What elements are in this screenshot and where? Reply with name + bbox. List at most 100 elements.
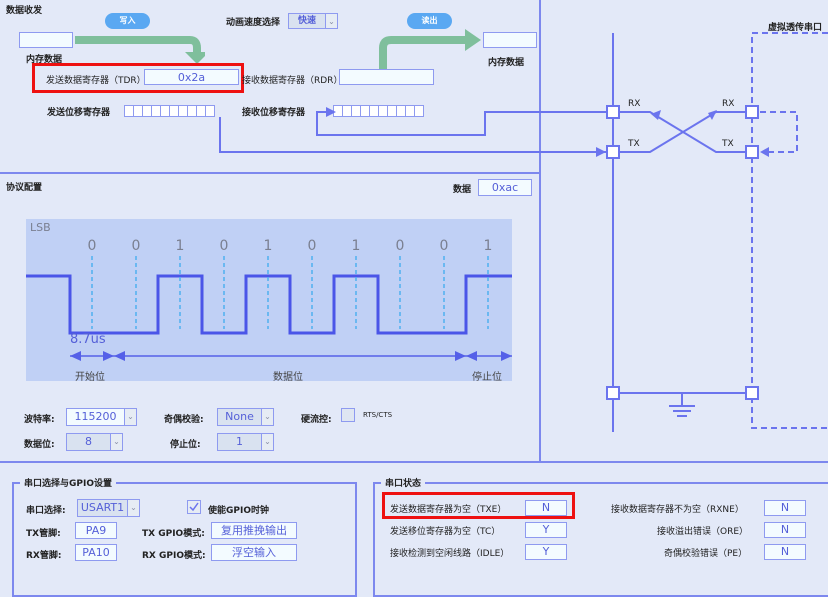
checkmark-icon — [189, 502, 199, 512]
rx-pin-field[interactable]: PA10 — [75, 544, 117, 561]
virtual-port-label: 虚拟透传串口 — [768, 23, 823, 33]
rx-shift-register — [333, 105, 424, 117]
tx-mode-label: TX GPIO模式: — [142, 529, 205, 539]
bit-value-label: 0 — [440, 238, 449, 254]
memory-data-input-right[interactable] — [483, 32, 537, 48]
flow-control-checkbox[interactable] — [341, 408, 355, 422]
read-button[interactable]: 读出 — [407, 13, 452, 29]
rdr-label: 接收数据寄存器（RDR） — [242, 76, 343, 86]
write-arrow-icon — [75, 36, 205, 64]
port-value: USART1 — [80, 501, 125, 514]
txe-value: N — [525, 500, 567, 516]
stopbits-value: 1 — [236, 435, 243, 448]
bit-time-label: 8.7us — [70, 332, 106, 347]
tx-pin-label: TX管脚: — [26, 529, 61, 539]
rx-pin-label: RX管脚: — [26, 551, 62, 561]
parity-select[interactable]: None ⌄ — [217, 408, 274, 426]
tx-arrowhead — [596, 147, 606, 157]
memory-data-input-left[interactable] — [19, 32, 73, 48]
chevron-down-icon: ⌄ — [325, 14, 337, 28]
rxne-label: 接收数据寄存器不为空（RXNE） — [611, 505, 744, 515]
chevron-down-icon: ⌄ — [261, 434, 273, 450]
stopbits-label: 停止位: — [170, 440, 201, 450]
divider-data-protocol — [0, 172, 540, 174]
flow-control-label: 硬流控: — [301, 415, 332, 425]
stopbits-select[interactable]: 1 ⌄ — [217, 433, 274, 451]
tx-mode-field[interactable]: 复用推挽输出 — [211, 522, 297, 539]
divider-bottom — [0, 461, 828, 463]
left-tx-label: TX — [628, 139, 640, 149]
gpio-group: 串口选择与GPIO设置 — [12, 476, 357, 597]
pe-value: N — [764, 544, 806, 560]
left-rx-pin — [606, 105, 620, 119]
gpio-clock-label: 使能GPIO时钟 — [208, 506, 269, 516]
txe-label: 发送数据寄存器为空（TXE） — [390, 505, 507, 515]
span-arrowhead — [466, 351, 477, 361]
span-arrowhead — [114, 351, 125, 361]
bit-value-label: 1 — [484, 238, 493, 254]
start-bit-label: 开始位 — [75, 372, 105, 383]
bit-value-label: 0 — [308, 238, 317, 254]
wiring-diagram — [219, 32, 828, 432]
rx-mode-field[interactable]: 浮空输入 — [211, 544, 297, 561]
span-arrowhead — [70, 351, 81, 361]
baud-value: 115200 — [74, 410, 117, 423]
waveform-line — [26, 274, 512, 335]
span-arrowhead — [501, 351, 512, 361]
protocol-title: 协议配置 — [6, 183, 43, 193]
rx-bit — [414, 105, 424, 117]
data-bits-label: 数据位 — [273, 372, 303, 383]
bit-value-label: 0 — [220, 238, 229, 254]
right-rx-pin — [745, 105, 759, 119]
baud-select[interactable]: 115200 ⌄ — [66, 408, 137, 426]
databits-label: 数据位: — [24, 440, 55, 450]
rdr-field[interactable] — [339, 69, 434, 85]
bit-value-label: 0 — [396, 238, 405, 254]
status-group-title: 串口状态 — [381, 476, 426, 489]
speed-value: 快速 — [297, 16, 316, 26]
data-label: 数据 — [453, 185, 472, 195]
bit-value-label: 1 — [264, 238, 273, 254]
tx-bit — [205, 105, 215, 117]
read-arrow-icon — [379, 29, 481, 71]
tx-cross — [620, 111, 746, 153]
memory-data-label-right: 内存数据 — [488, 58, 525, 68]
tdr-label: 发送数据寄存器（TDR） — [46, 76, 146, 86]
speed-label: 动画速度选择 — [226, 18, 281, 28]
stop-bit-label: 停止位 — [472, 372, 502, 383]
span-arrowhead — [455, 351, 466, 361]
baud-label: 波特率: — [24, 415, 55, 425]
bit-value-label: 0 — [88, 238, 97, 254]
rxne-value: N — [764, 500, 806, 516]
vertical-divider — [539, 0, 541, 462]
tx-shift-label: 发送位移寄存器 — [47, 108, 111, 118]
rx-mode-label: RX GPIO模式: — [142, 551, 206, 561]
left-rx-label: RX — [628, 99, 641, 109]
tdr-highlight — [32, 63, 244, 93]
databits-select[interactable]: 8 ⌄ — [66, 433, 123, 451]
data-field[interactable]: 0xac — [478, 179, 532, 196]
chevron-down-icon: ⌄ — [127, 500, 139, 516]
rx-arrowhead — [326, 107, 336, 117]
pe-label: 奇偶校验错误（PE） — [664, 549, 748, 559]
speed-select[interactable]: 快速 ⌄ — [288, 13, 338, 29]
write-button[interactable]: 写入 — [105, 13, 150, 29]
chevron-down-icon: ⌄ — [261, 409, 273, 425]
virtual-port-border — [751, 32, 828, 429]
port-select[interactable]: USART1 ⌄ — [77, 499, 140, 517]
loopback-wire — [760, 111, 798, 153]
chevron-down-icon: ⌄ — [110, 434, 122, 450]
tx-pin-field[interactable]: PA9 — [75, 522, 117, 539]
port-select-label: 串口选择: — [26, 506, 66, 516]
flow-control-option: RTS/CTS — [363, 411, 393, 419]
gpio-group-title: 串口选择与GPIO设置 — [20, 476, 116, 489]
bit-value-label: 0 — [132, 238, 141, 254]
right-tx-label: TX — [722, 139, 734, 149]
tdr-field[interactable]: 0x2a — [144, 69, 239, 85]
right-gnd-pin — [745, 386, 759, 400]
idle-value: Y — [525, 544, 567, 560]
memory-data-label-left: 内存数据 — [26, 55, 63, 65]
gpio-clock-checkbox[interactable] — [187, 500, 201, 514]
rx-shift-label: 接收位移寄存器 — [242, 108, 306, 118]
